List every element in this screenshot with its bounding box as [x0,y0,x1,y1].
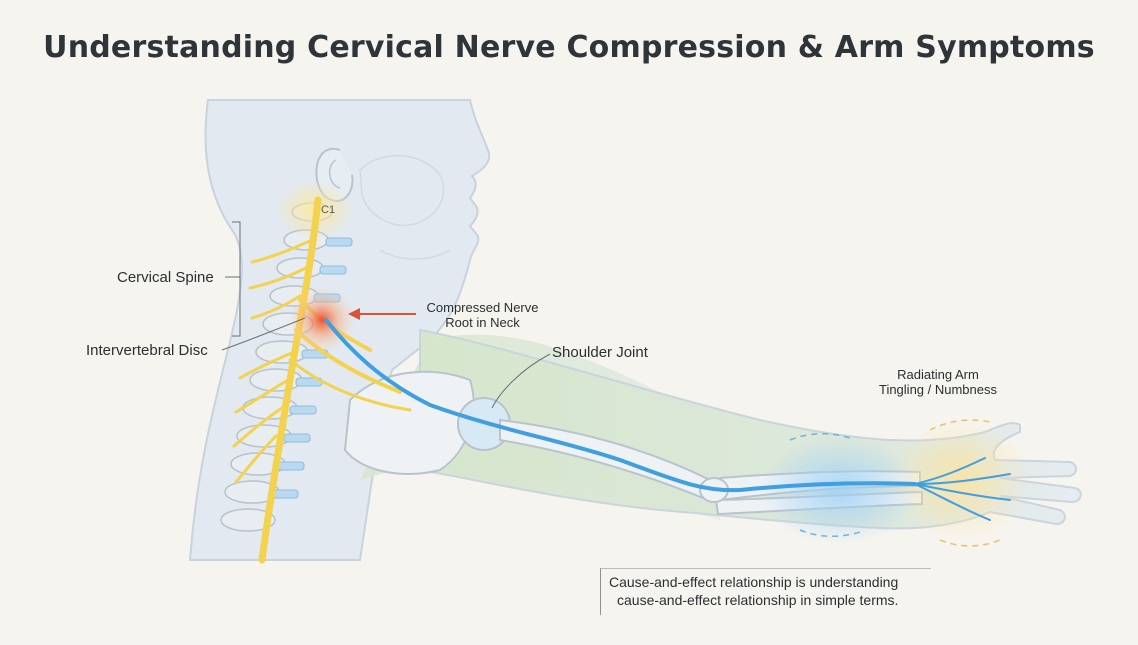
shoulder-joint-label: Shoulder Joint [552,344,648,361]
cervical-spine-label: Cervical Spine [117,269,214,286]
compressed-nerve-label-line1: Compressed Nerve [420,300,545,315]
radiating-label-line2: Tingling / Numbness [868,382,1008,397]
caption-note-line2: cause-and-effect relationship in simple … [609,591,931,609]
intervertebral-disc-label: Intervertebral Disc [86,342,208,359]
caption-note-line1: Cause-and-effect relationship is underst… [609,573,931,591]
radiating-symptoms-label: Radiating Arm Tingling / Numbness [868,367,1008,397]
page-title: Understanding Cervical Nerve Compression… [0,30,1138,65]
compressed-nerve-label-line2: Root in Neck [420,315,545,330]
vertebra-c1-label: C1 [321,204,335,216]
caption-note: Cause-and-effect relationship is underst… [600,568,931,615]
compressed-nerve-label: Compressed Nerve Root in Neck [420,300,545,330]
hand-glow [890,420,1030,540]
radiating-label-line1: Radiating Arm [868,367,1008,382]
